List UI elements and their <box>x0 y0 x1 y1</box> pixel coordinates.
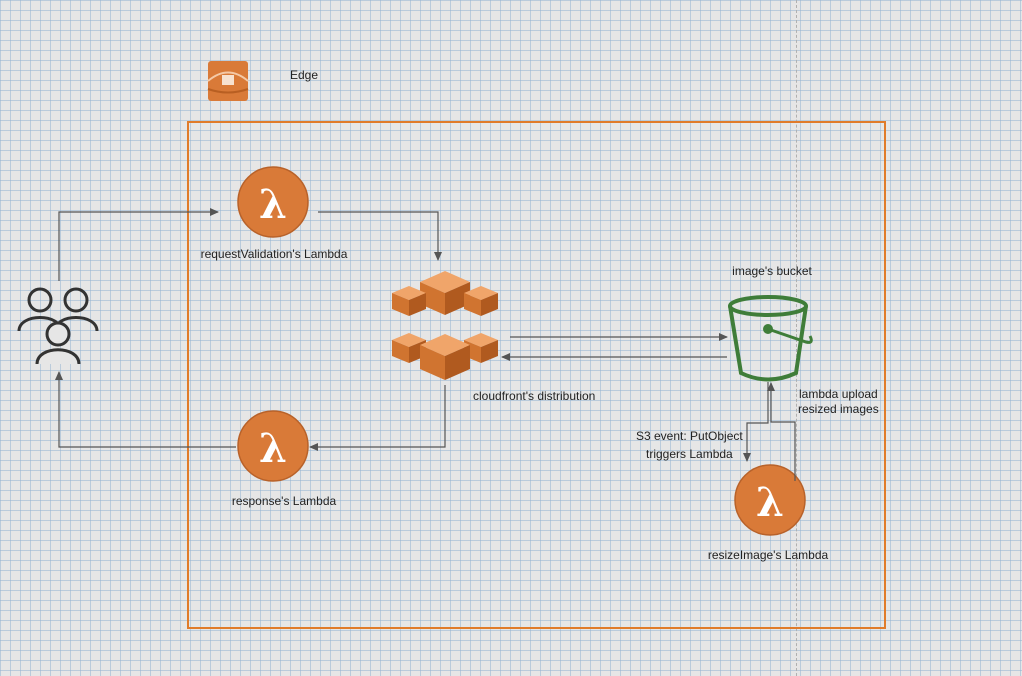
arrow-cloudfront-to-response-lambda <box>309 385 446 451</box>
lambda-icon: λ <box>237 166 309 238</box>
connectors <box>55 208 796 481</box>
arrow-resize-lambda-to-bucket <box>767 382 796 481</box>
bucket-label: image's bucket <box>732 264 812 278</box>
edge-group-frame <box>187 121 886 629</box>
cloudfront-icon <box>392 271 498 380</box>
arrow-request-lambda-to-cloudfront <box>318 211 442 261</box>
s3-bucket-icon <box>728 295 813 382</box>
arrow-users-to-request-lambda <box>58 208 219 281</box>
edge-label: Edge <box>290 68 319 82</box>
edge-location-icon <box>207 61 249 101</box>
resize-lambda-label: resizeImage's Lambda <box>707 548 829 562</box>
arrow-response-lambda-to-users <box>55 371 236 448</box>
cloudfront-label: cloudfront's distribution <box>473 389 596 403</box>
lambda-icon: λ <box>734 464 806 536</box>
upload-edge-label-line2: resized images <box>798 402 879 416</box>
users-icon <box>17 287 99 365</box>
resize-lambda-glyph: λ <box>756 479 784 526</box>
lambda-icon: λ <box>237 410 309 482</box>
s3-event-label-line2: triggers Lambda <box>646 447 733 461</box>
response-lambda-glyph: λ <box>259 425 287 472</box>
s3-event-label-line1: S3 event: PutObject <box>636 429 743 443</box>
arrow-bucket-to-resize-lambda <box>743 382 769 462</box>
request-lambda-glyph: λ <box>259 181 287 228</box>
response-lambda-label: response's Lambda <box>231 494 337 508</box>
request-lambda-label: requestValidation's Lambda <box>200 247 348 261</box>
upload-edge-label-line1: lambda upload <box>799 387 878 401</box>
